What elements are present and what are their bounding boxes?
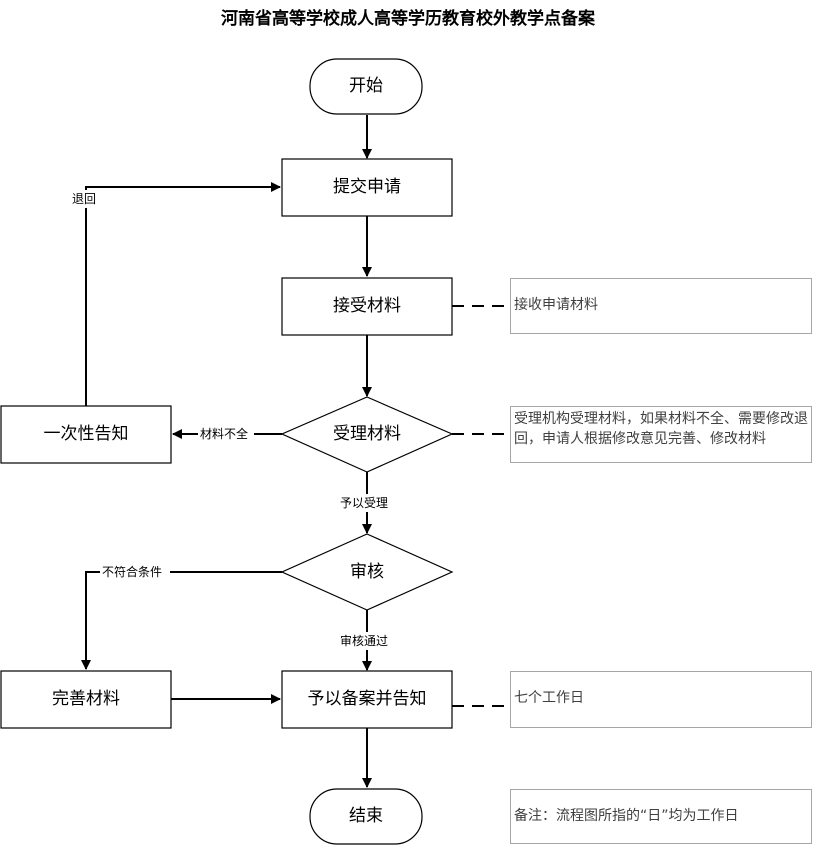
node-review [280, 533, 454, 611]
node-receive [281, 277, 453, 336]
node-accept [280, 396, 454, 473]
edge-label-accepted: 予以受理 [340, 496, 388, 510]
edge-label-return: 退回 [72, 192, 96, 206]
note-receive: 接收申请材料 [510, 278, 812, 334]
node-record-label: 予以备案并告知 [308, 689, 427, 709]
edge-label-not-meet: 不符合条件 [102, 564, 162, 579]
node-end [309, 788, 423, 845]
note-accept: 受理机构受理材料，如果材料不全、需要修改退回，申请人根据修改意见完善、修改材料 [510, 406, 812, 463]
node-accept-label: 受理材料 [333, 424, 401, 444]
node-record [281, 670, 453, 729]
edge-label-passed: 审核通过 [340, 633, 388, 648]
node-start [309, 58, 423, 115]
node-submit-label: 提交申请 [333, 177, 401, 197]
note-remark: 备注：流程图所指的“日”均为工作日 [510, 789, 812, 844]
node-start-label: 开始 [349, 76, 383, 96]
node-submit [281, 158, 453, 217]
edge-review-improve [81, 571, 282, 670]
node-receive-label: 接受材料 [333, 296, 401, 316]
edge-notify-submit-return [85, 182, 281, 406]
node-improve-label: 完善材料 [52, 689, 120, 709]
page-title: 河南省高等学校成人高等学历教育校外教学点备案 [221, 9, 595, 29]
note-record: 七个工作日 [510, 671, 812, 728]
node-improve [0, 670, 172, 729]
node-notify-once-label: 一次性告知 [44, 424, 129, 444]
node-end-label: 结束 [349, 806, 383, 826]
edge-label-incomplete: 材料不全 [200, 426, 248, 441]
node-notify-once [0, 405, 172, 464]
node-review-label: 审核 [350, 562, 384, 582]
